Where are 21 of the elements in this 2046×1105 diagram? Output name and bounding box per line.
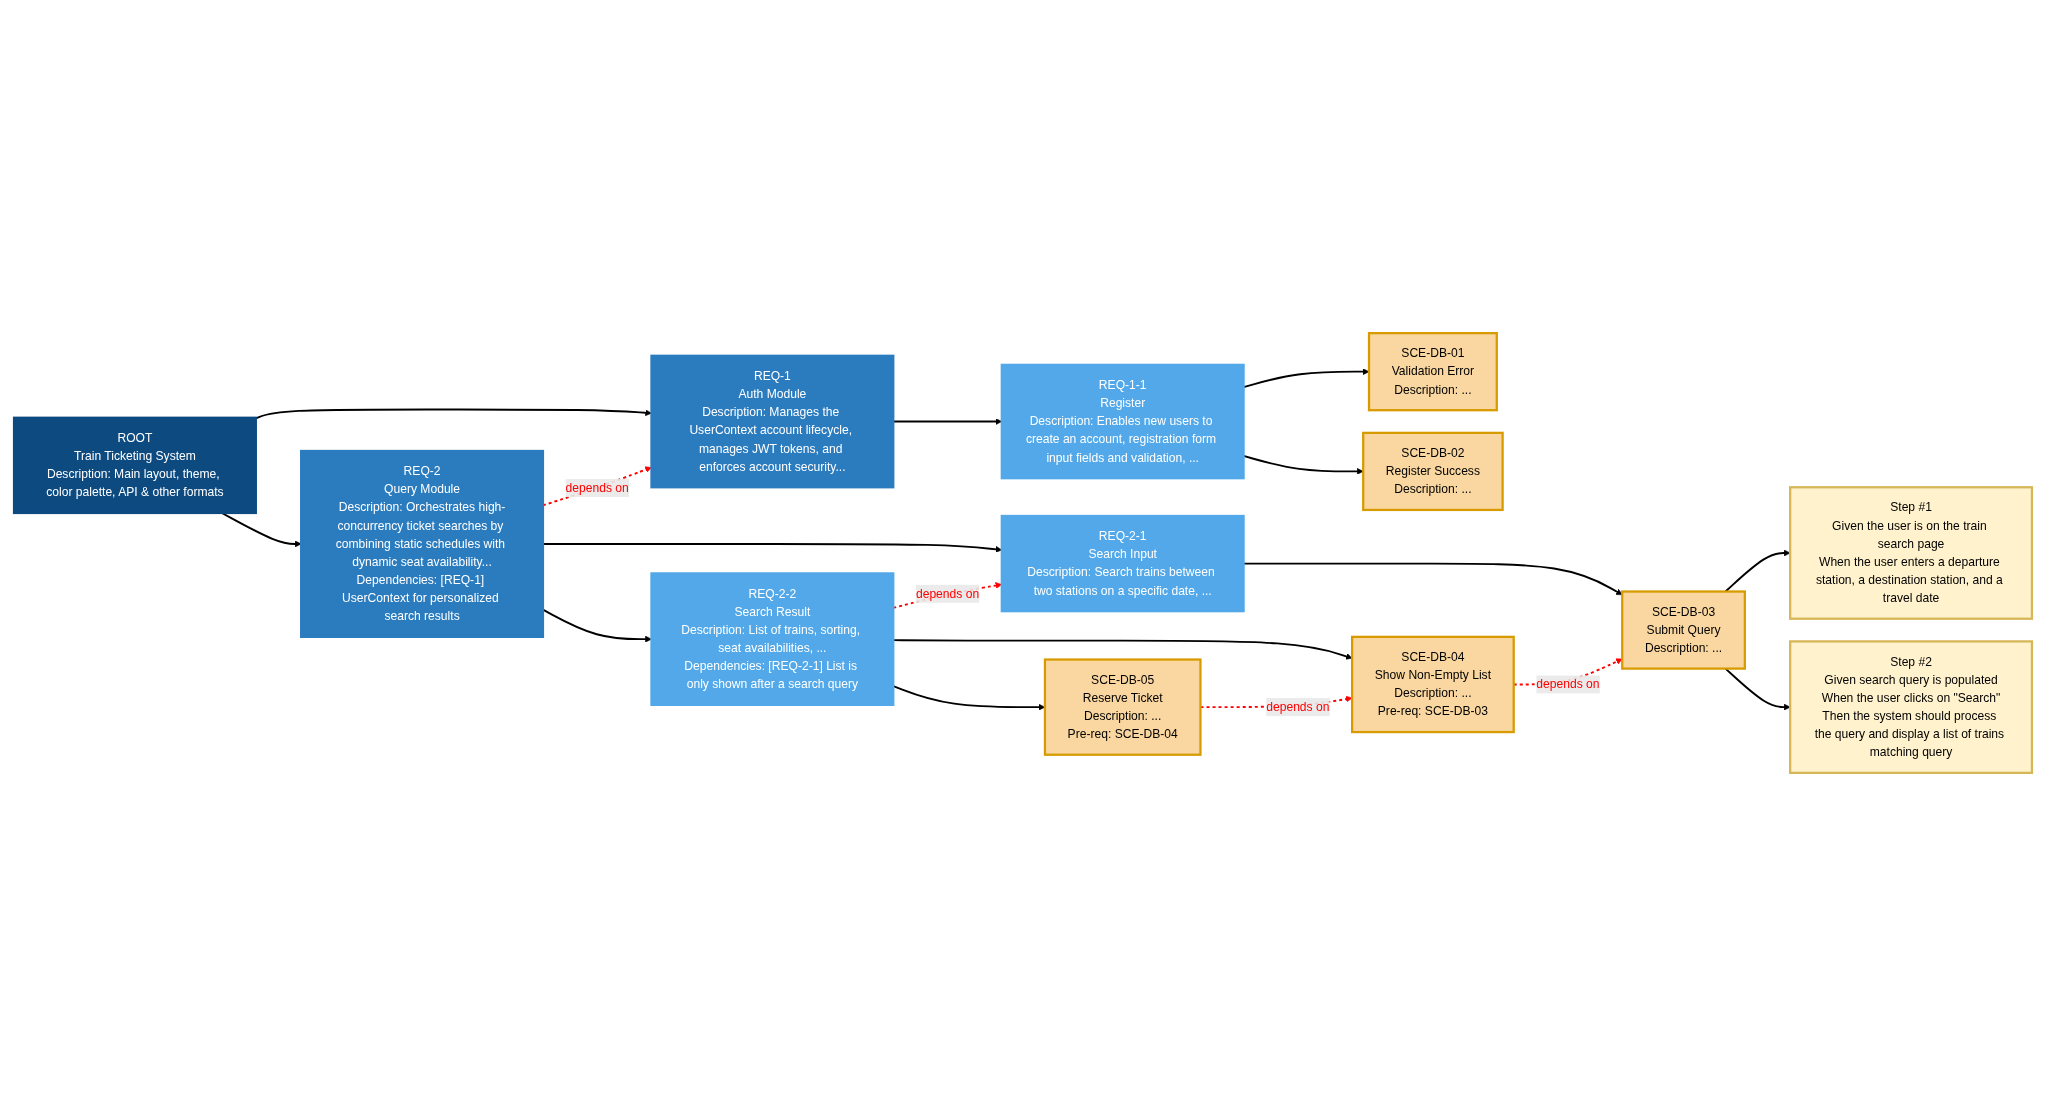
node-box: REQ-2 Query Module Description: Orchestrates high-concurrency ticket searches by combining static schedules with dynamic seat availability... Dependencies: [REQ-1] UserContext for personalized search results xyxy=(300,449,545,638)
node-box: SCE-DB-03 Submit Query Description: ... xyxy=(1621,589,1746,670)
edge-label: depends on xyxy=(565,480,629,494)
arrow xyxy=(254,408,652,419)
arrow xyxy=(542,465,652,506)
node-box: SCE-DB-01 Validation Error Description: ... xyxy=(1367,331,1498,411)
node-box: Step #1 Given the user is on the train search page When the user enters a departure station, a destination station, and a travel date xyxy=(1789,485,2034,620)
node-box: REQ-2-1 Search Input Description: Search trains between two stations on a specific date, ... xyxy=(1000,514,1245,612)
node-box: REQ-1-1 Register Description: Enables new users to create an account, registration form input fields and validation, ... xyxy=(1000,363,1245,479)
node-box: ROOT Train Ticketing System Description: Main layout, theme, color palette, API & other formats xyxy=(12,416,257,514)
node-box: SCE-DB-04 Show Non-Empty List Description: ... Pre-req: SCE-DB-03 xyxy=(1351,635,1515,733)
node-box: REQ-1 Auth Module Description: Manages the UserContext account lifecycle, manages JWT tokens, and enforces account security... xyxy=(650,354,895,488)
edge-label: depends on xyxy=(915,586,980,600)
node-box: SCE-DB-02 Register Success Description: ... xyxy=(1362,431,1504,511)
node-box: REQ-2-2 Search Result Description: List of trains, sorting, seat availabilities, ... Dependencies: [REQ-2-1] List is only shown after a search query xyxy=(650,571,895,706)
arrow xyxy=(542,608,652,642)
node-box: Step #2 Given search query is populated When the user clicks on "Search" Then the system should process the query and display a list of trains matching query xyxy=(1789,639,2034,774)
node-box: SCE-DB-05 Reserve Ticket Description: ... Pre-req: SCE-DB-04 xyxy=(1043,657,1202,756)
edge-label: depends on xyxy=(1266,699,1330,713)
edge-label: depends on xyxy=(1536,677,1600,691)
arrow xyxy=(1724,549,1791,592)
